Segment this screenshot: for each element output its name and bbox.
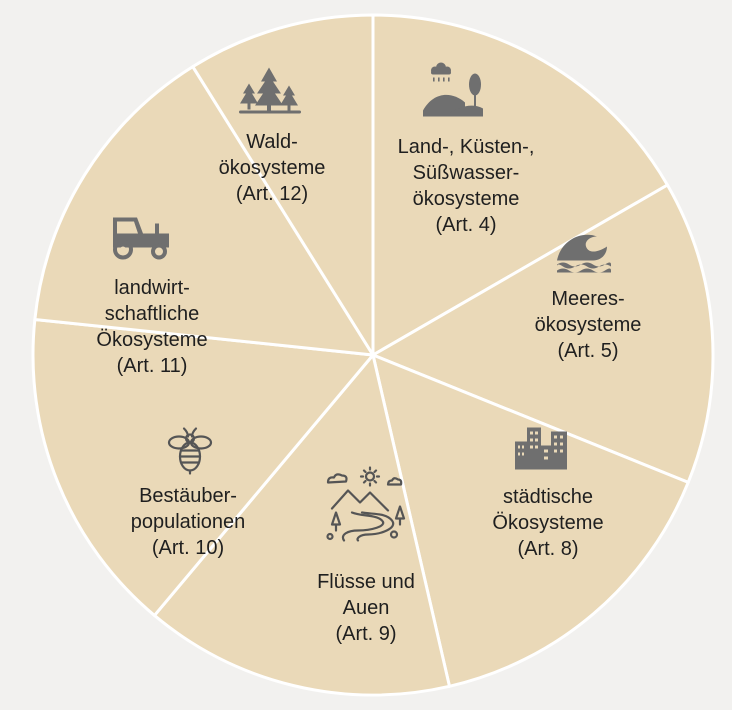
label-line: (Art. 12) [235,183,309,205]
label-line: schaftliche [104,303,200,325]
segment-label-fluesse-auen: Flüsse und Auen (Art. 9) [317,569,415,647]
label-line: (Art. 11) [116,355,188,377]
pie-wedge [152,353,451,697]
segment-label-staedtische: städtische Ökosysteme (Art. 8) [492,484,603,562]
pie-wedge [191,13,375,357]
pie-wedge [31,317,375,617]
label-line: (Art. 4) [435,214,497,236]
segment-label-meeres: Meeres- ökosysteme (Art. 5) [535,286,642,364]
label-line: ökosysteme [534,314,642,336]
label-line: Auen [342,597,390,619]
segment-label-bestaeuber: Bestäuber- populationen (Art. 10) [131,483,246,561]
label-line: Meeres- [551,288,625,310]
label-line: Land-, Küsten-, [397,136,535,158]
segment-label-wald: Wald- ökosysteme (Art. 12) [219,129,326,207]
landscape-rain-icon [421,62,485,124]
city-buildings-icon [513,426,571,475]
label-line: Ökosysteme [96,329,208,351]
label-line: Flüsse und [317,571,415,593]
label-line: ökosysteme [218,157,326,179]
label-line: landwirt- [114,277,190,299]
label-line: (Art. 8) [517,538,579,560]
pie-wedge [371,353,690,688]
pie-wedge [371,183,715,484]
label-line: populationen [130,511,246,533]
segment-label-land-kuesten-suesswasser: Land-, Küsten-, Süßwasser- ökosysteme (A… [398,134,535,238]
label-line: städtische [502,486,594,508]
label-line: Wald- [246,131,298,153]
bee-icon [162,425,218,480]
label-line: Ökosysteme [492,512,604,534]
forest-icon [239,67,301,119]
label-line: Bestäuber- [139,485,237,507]
label-line: Süßwasser- [412,162,520,184]
label-line: (Art. 9) [335,623,397,645]
segment-label-landwirtschaftliche: landwirt- schaftliche Ökosysteme (Art. 1… [96,275,207,379]
label-line: ökosysteme [412,188,520,210]
label-line: (Art. 10) [151,537,225,559]
pie-wedge [33,65,375,357]
river-landscape-icon [322,466,410,548]
label-line: (Art. 5) [557,340,619,362]
tractor-icon [107,214,173,267]
wave-icon [555,229,611,278]
